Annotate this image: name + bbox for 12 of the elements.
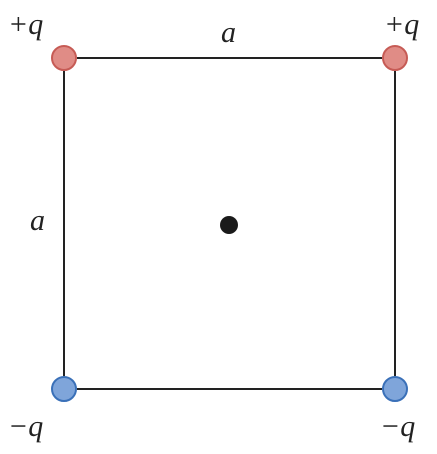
charge-label: +q <box>8 10 44 40</box>
charge-circle <box>51 45 77 71</box>
square-side-line <box>63 71 65 376</box>
square-side-line <box>77 388 382 390</box>
charge-label: −q <box>8 412 44 442</box>
charge-circle <box>51 376 77 402</box>
charge-circle <box>382 376 408 402</box>
charge-label: −q <box>380 412 416 442</box>
square-side-line <box>77 57 382 59</box>
charge-label: +q <box>384 10 420 40</box>
square-side-line <box>394 71 396 376</box>
charge-circle <box>382 45 408 71</box>
